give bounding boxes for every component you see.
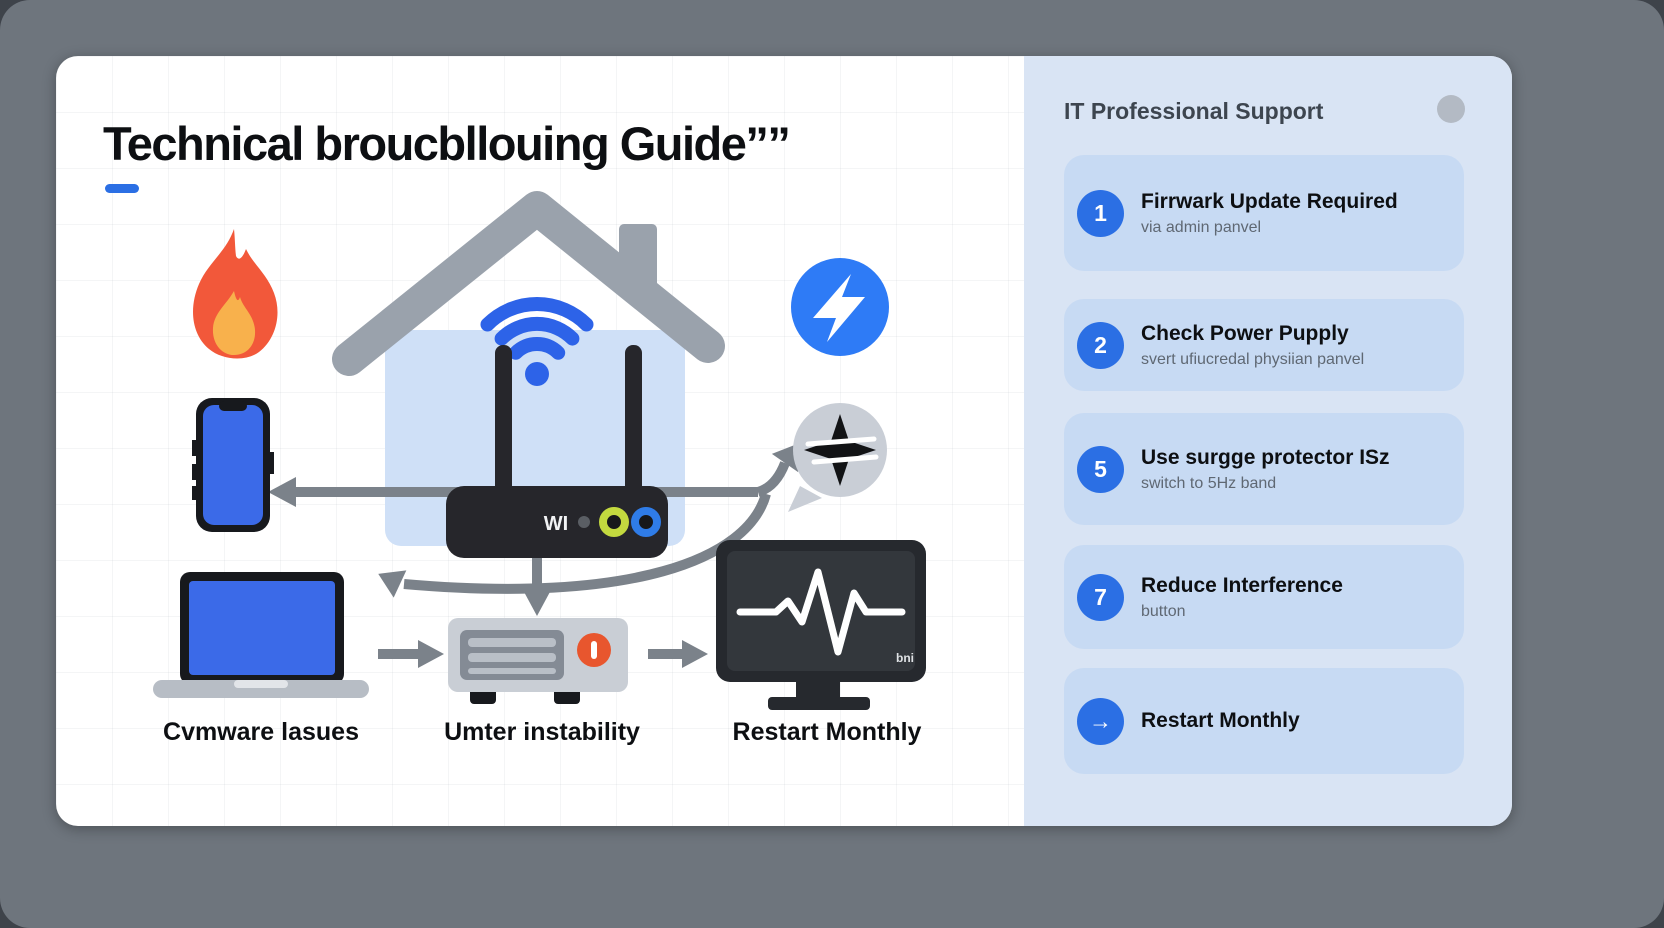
router-label: WI — [544, 513, 568, 535]
support-item-subtitle: button — [1141, 602, 1186, 620]
support-item-title: Restart Monthly — [1141, 709, 1300, 733]
modem-alert-icon — [448, 618, 628, 704]
arrow-modem-to-monitor — [648, 640, 708, 668]
arrow-router-down — [523, 558, 551, 616]
lightning-badge-icon — [791, 258, 889, 356]
support-item-subtitle: via admin panvel — [1141, 218, 1262, 236]
arrow-to-laptop — [378, 492, 771, 598]
support-item-firmware: 1 Firrwark Update Required via admin pan… — [1064, 155, 1464, 271]
slide-card: Technical broucbllouing Guide”” — [56, 56, 1512, 826]
arrow-to-bubble — [756, 443, 799, 497]
step-badge: 2 — [1077, 321, 1124, 369]
support-item-power: 2 Check Power Pupply svert ufiucredal ph… — [1064, 299, 1464, 391]
support-item-title: Reduce Interference — [1141, 574, 1343, 598]
support-item-surge: 5 Use surgge protector ISz switch to 5Hz… — [1064, 413, 1464, 525]
caption-router-instability: Umter instability — [444, 718, 640, 746]
laptop-icon — [153, 572, 369, 698]
router-icon: WI — [446, 345, 668, 558]
support-item-interference: 7 Reduce Interference button — [1064, 545, 1464, 649]
wifi-icon — [480, 297, 594, 386]
interference-bubble-icon — [788, 403, 887, 512]
step-badge: 1 — [1077, 189, 1124, 237]
status-dot — [1437, 95, 1465, 123]
support-panel: IT Professional Support 1 Firrwark Updat… — [1024, 56, 1512, 826]
support-item-title: Use surgge protector ISz — [1141, 446, 1390, 470]
caption-firmware-issues: Cvmware lasues — [163, 718, 359, 746]
page-title: Technical broucbllouing Guide”” — [103, 117, 791, 170]
support-item-restart: → Restart Monthly — [1064, 668, 1464, 774]
support-item-title: Check Power Pupply — [1141, 322, 1349, 346]
support-item-title: Firrwark Update Required — [1141, 190, 1398, 214]
flame-icon — [193, 229, 278, 359]
troubleshooting-diagram: WI — [153, 191, 926, 710]
monitor-label: bni — [896, 651, 914, 665]
arrow-badge-icon: → — [1077, 697, 1124, 745]
diagram-area: Technical broucbllouing Guide”” — [56, 56, 1024, 826]
support-item-subtitle: switch to 5Hz band — [1141, 474, 1277, 492]
step-badge: 7 — [1077, 573, 1124, 621]
arrow-laptop-to-modem — [378, 640, 444, 668]
monitor-icon: bni — [716, 540, 926, 710]
panel-title: IT Professional Support — [1064, 98, 1324, 124]
phone-icon — [192, 398, 274, 532]
caption-restart-monthly: Restart Monthly — [732, 718, 922, 746]
title-underline — [105, 184, 139, 193]
support-item-subtitle: svert ufiucredal physiian panvel — [1141, 350, 1365, 368]
step-badge: 5 — [1077, 445, 1124, 493]
